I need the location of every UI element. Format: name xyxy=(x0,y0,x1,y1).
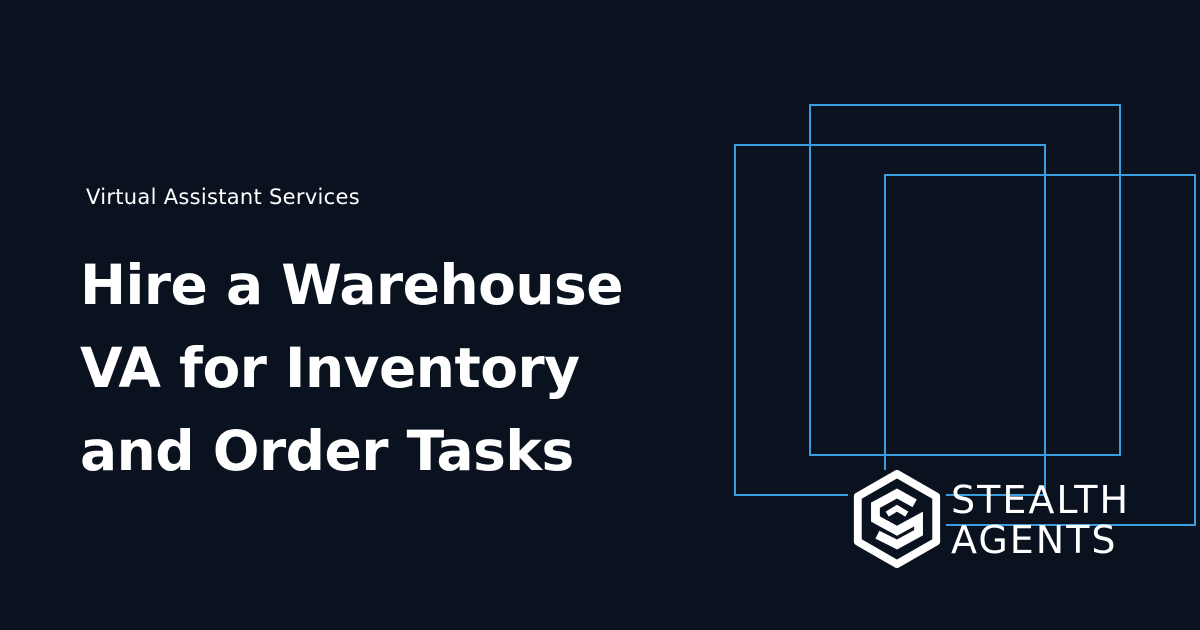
outline-square-right xyxy=(884,174,1196,526)
brand-logo: STEALTH AGENTS xyxy=(848,470,1148,570)
title-line-3: and Order Tasks xyxy=(80,419,574,483)
eyebrow-label: Virtual Assistant Services xyxy=(86,185,360,209)
page-title: Hire a Warehouse VA for Inventory and Or… xyxy=(80,244,700,493)
brand-wordmark: STEALTH AGENTS xyxy=(951,480,1130,560)
title-line-1: Hire a Warehouse xyxy=(80,253,624,317)
outline-square-back xyxy=(809,104,1121,456)
hexagon-s-icon xyxy=(848,470,946,568)
brand-line-2: AGENTS xyxy=(951,518,1118,562)
outline-square-left xyxy=(734,144,1046,496)
title-line-2: VA for Inventory xyxy=(80,336,580,400)
brand-line-1: STEALTH xyxy=(951,478,1131,522)
